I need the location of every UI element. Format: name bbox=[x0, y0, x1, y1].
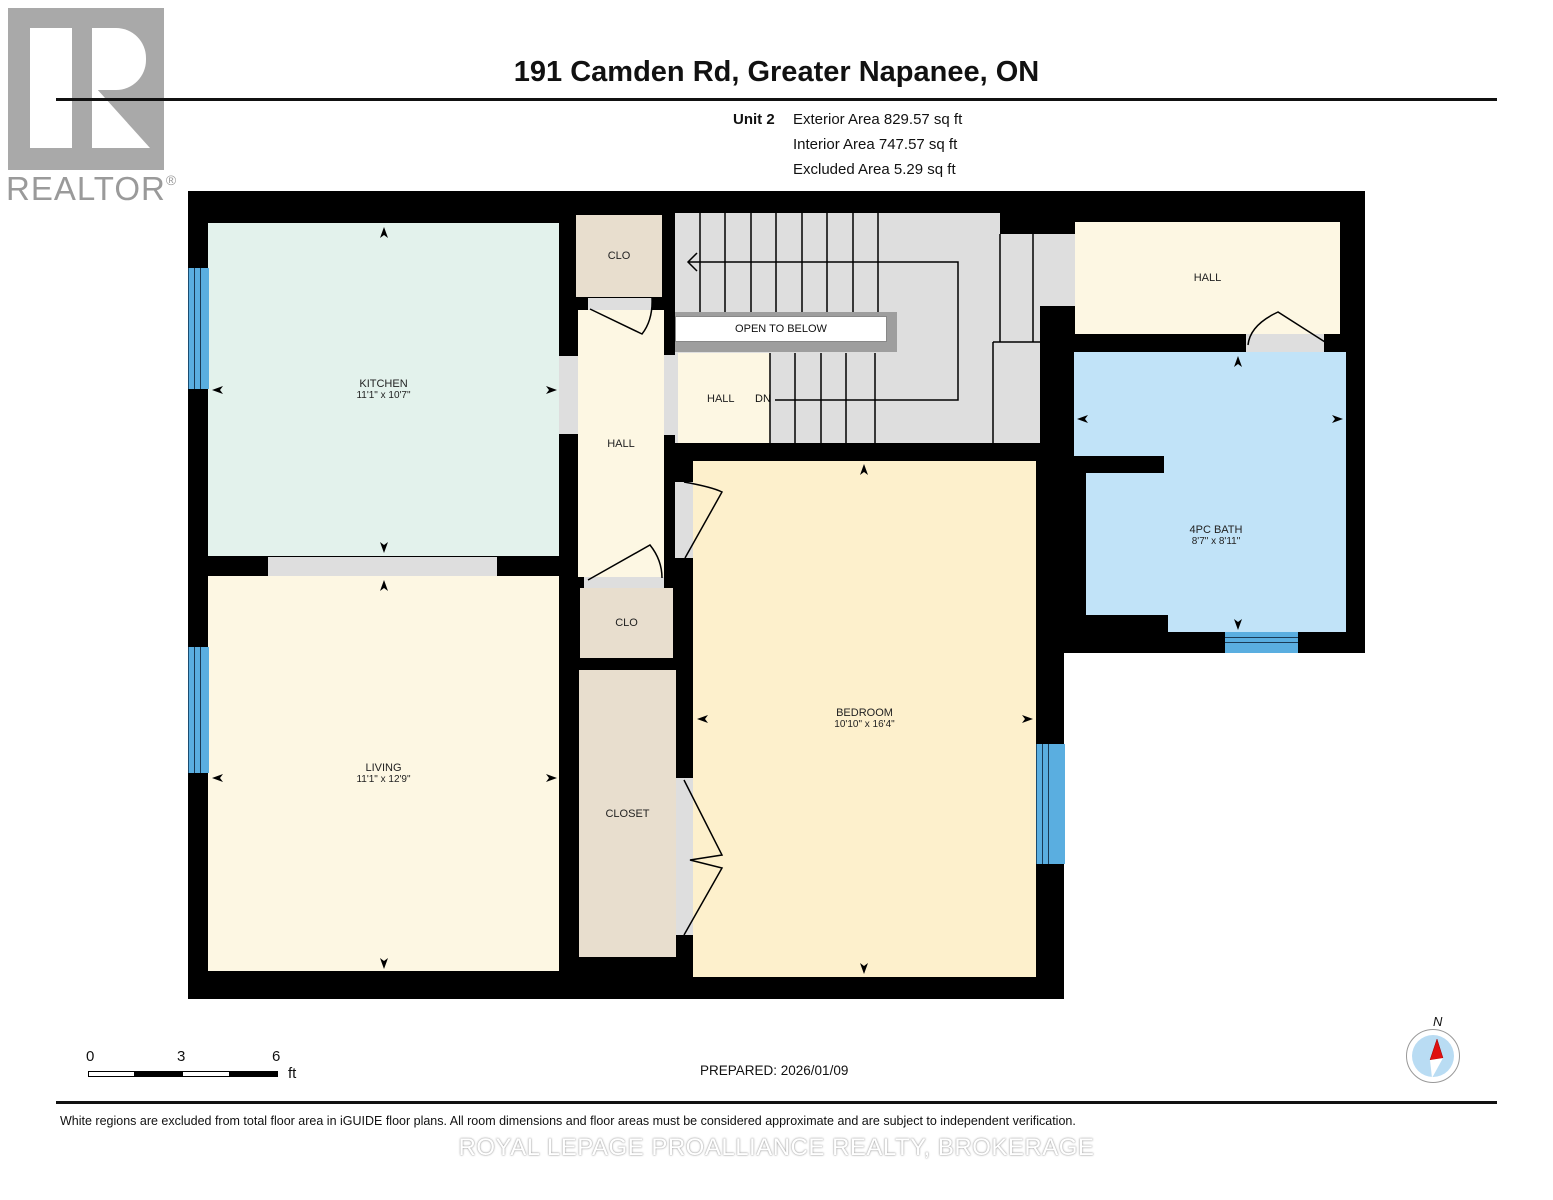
room-label: HALL bbox=[707, 393, 735, 405]
scale-segment bbox=[182, 1071, 230, 1077]
room-label: HALL bbox=[1193, 272, 1222, 284]
scale-segment bbox=[229, 1071, 278, 1077]
room-living[interactable]: LIVING 11'1" x 12'9" bbox=[208, 576, 559, 971]
room-label: BEDROOM bbox=[836, 707, 893, 719]
header-divider bbox=[56, 98, 1497, 101]
stair-landing-a bbox=[1000, 234, 1040, 342]
scale-segment bbox=[134, 1071, 183, 1077]
disclaimer: White regions are excluded from total fl… bbox=[60, 1114, 1076, 1128]
scale-unit: ft bbox=[288, 1065, 297, 1082]
closet-top-door-opening bbox=[588, 298, 652, 310]
room-dimensions: 11'1" x 10'7" bbox=[356, 389, 411, 401]
closet-bifold-opening bbox=[676, 778, 693, 935]
room-closet-top[interactable]: CLO bbox=[576, 215, 662, 297]
open-to-below: OPEN TO BELOW bbox=[675, 316, 887, 342]
realtor-logo-text: REALTOR® bbox=[6, 170, 177, 208]
open-to-below-label: OPEN TO BELOW bbox=[735, 323, 827, 335]
unit-label: Unit 2 bbox=[733, 111, 775, 128]
hall-stair-opening bbox=[664, 355, 678, 435]
room-hall-center[interactable]: HALL bbox=[578, 310, 664, 577]
room-bath[interactable]: 4PC BATH 8'7" x 8'11" bbox=[1086, 456, 1346, 615]
prepared-date: PREPARED: 2026/01/09 bbox=[700, 1063, 849, 1078]
room-closet[interactable]: CLOSET bbox=[579, 670, 676, 957]
closet-mid-door-opening bbox=[584, 577, 664, 588]
room-label: CLO bbox=[615, 617, 638, 629]
bedroom-door-opening bbox=[675, 482, 693, 558]
room-label: CLO bbox=[607, 250, 631, 262]
room-label: HALL bbox=[607, 437, 635, 450]
scale-tick-6: 6 bbox=[272, 1048, 281, 1065]
kitchen-living-opening bbox=[268, 557, 497, 576]
compass-face bbox=[1412, 1035, 1454, 1077]
bath-door-opening bbox=[1246, 334, 1324, 352]
room-dimensions: 8'7" x 8'11" bbox=[1191, 535, 1241, 547]
window-bath bbox=[1225, 632, 1298, 653]
room-label: CLOSET bbox=[605, 807, 650, 820]
room-bath-upper bbox=[1074, 352, 1346, 456]
scale-tick-3: 3 bbox=[177, 1048, 186, 1065]
bath-partition-wall bbox=[1074, 456, 1164, 473]
interior-area: Interior Area 747.57 sq ft bbox=[793, 136, 958, 153]
brokerage-watermark: ROYAL LEPAGE PROALLIANCE REALTY, BROKERA… bbox=[458, 1134, 1095, 1161]
room-bedroom[interactable]: BEDROOM 10'10" x 16'4" bbox=[693, 461, 1036, 977]
room-bath-lower bbox=[1168, 615, 1346, 632]
footer-divider bbox=[56, 1101, 1497, 1104]
exterior-area: Exterior Area 829.57 sq ft bbox=[793, 111, 963, 128]
room-hall-right[interactable]: HALL bbox=[1075, 222, 1340, 334]
room-label: KITCHEN bbox=[359, 377, 408, 390]
window-bedroom bbox=[1036, 744, 1065, 864]
realtor-logo-r-bowl bbox=[92, 28, 146, 90]
window-kitchen bbox=[188, 268, 209, 389]
room-kitchen[interactable]: KITCHEN 11'1" x 10'7" bbox=[208, 223, 559, 556]
room-dimensions: 10'10" x 16'4" bbox=[834, 719, 895, 730]
compass-north-label: N bbox=[1433, 1014, 1443, 1029]
room-closet-mid[interactable]: CLO bbox=[580, 588, 673, 658]
kitchen-hall-opening bbox=[559, 356, 578, 434]
stair-landing-b bbox=[993, 342, 1040, 443]
scale-tick-0: 0 bbox=[86, 1048, 95, 1065]
page-title: 191 Camden Rd, Greater Napanee, ON bbox=[513, 56, 1040, 88]
realtor-wordmark: REALTOR bbox=[6, 170, 166, 207]
stair-down-label: DN bbox=[755, 393, 771, 405]
room-label: 4PC BATH bbox=[1189, 523, 1243, 536]
window-living bbox=[188, 647, 209, 773]
scale-segment bbox=[88, 1071, 135, 1077]
registered-mark: ® bbox=[165, 172, 178, 188]
realtor-logo-r-stem bbox=[30, 28, 72, 148]
room-label: LIVING bbox=[365, 761, 402, 774]
excluded-area: Excluded Area 5.29 sq ft bbox=[793, 161, 956, 178]
room-dimensions: 11'1" x 12'9" bbox=[356, 773, 411, 785]
